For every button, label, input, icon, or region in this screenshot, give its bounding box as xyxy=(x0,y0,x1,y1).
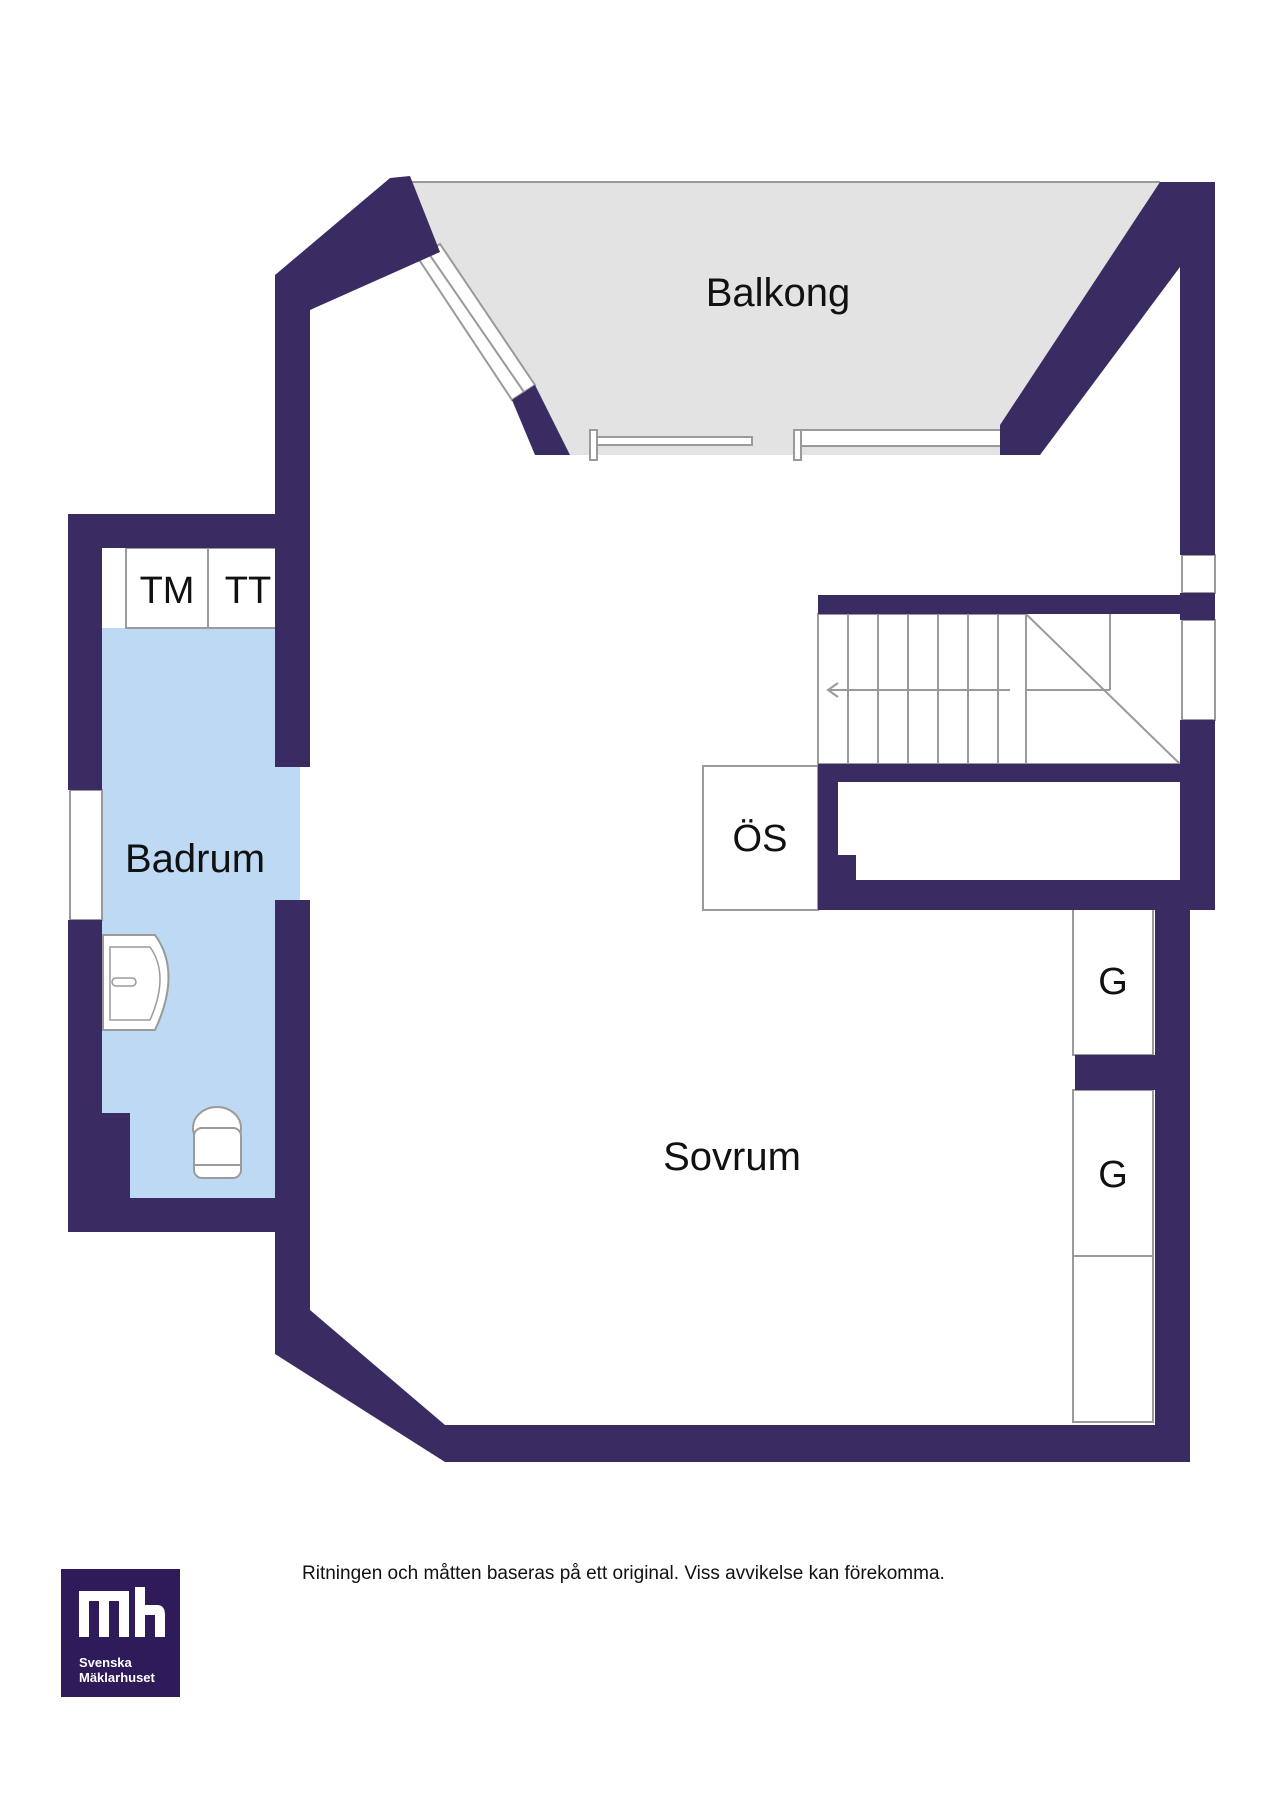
stairs-arrow-icon xyxy=(826,682,1010,698)
room-label-sovrum: Sovrum xyxy=(663,1135,801,1179)
room-label-badrum: Badrum xyxy=(125,837,265,881)
room-label-g2: G xyxy=(1098,1154,1128,1196)
toilet-icon xyxy=(192,1106,242,1179)
balcony-area xyxy=(395,182,1160,455)
company-logo: Svenska Mäklarhuset xyxy=(61,1569,180,1697)
window-right-wall xyxy=(1181,554,1216,721)
room-label-g1: G xyxy=(1098,961,1128,1003)
walls xyxy=(68,176,1215,1462)
wardrobe-3 xyxy=(1072,1255,1154,1423)
logo-text-line2: Mäklarhuset xyxy=(79,1670,155,1685)
mh-logo-icon xyxy=(79,1587,165,1637)
room-label-tm: TM xyxy=(140,570,195,612)
room-label-balkong: Balkong xyxy=(706,271,851,315)
balcony-door-left xyxy=(589,429,753,461)
logo-text-line1: Svenska xyxy=(79,1655,132,1670)
os-cabinet xyxy=(702,765,819,911)
bathroom-area xyxy=(102,628,300,1198)
sink-icon xyxy=(102,934,170,1031)
window-bathroom xyxy=(69,789,103,921)
room-label-tt: TT xyxy=(225,570,271,612)
room-label-os: ÖS xyxy=(733,818,788,860)
wardrobe-1 xyxy=(1072,904,1154,1056)
disclaimer-text: Ritningen och måtten baseras på ett orig… xyxy=(302,1563,945,1584)
balcony-door-right xyxy=(793,429,1004,461)
